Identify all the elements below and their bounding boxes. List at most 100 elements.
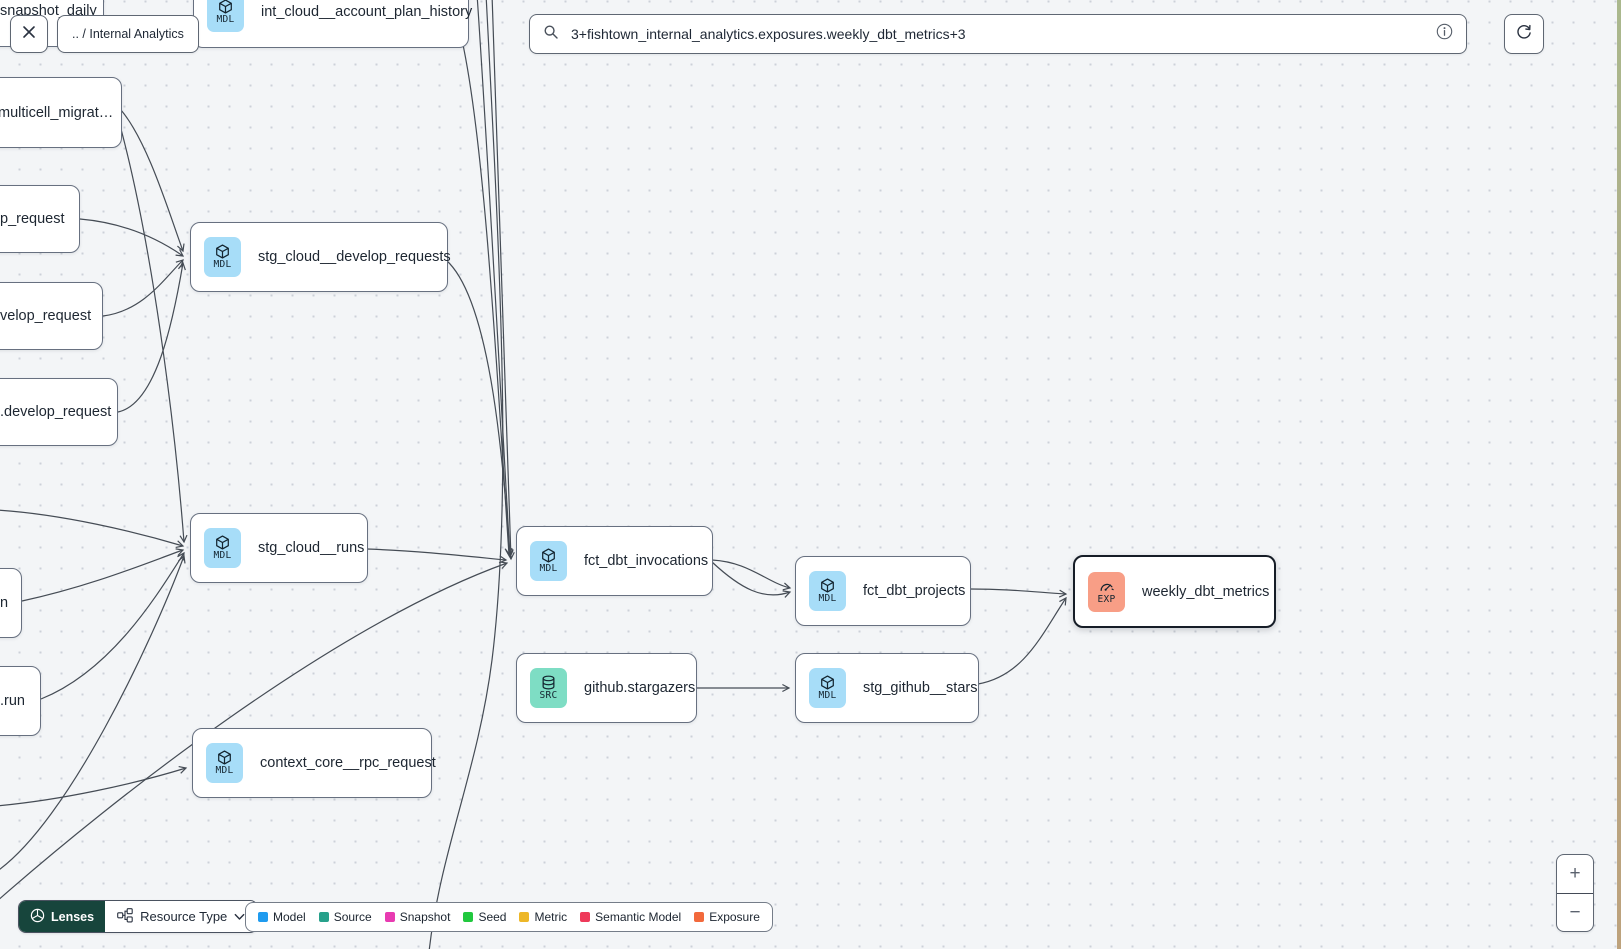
graph-node-run[interactable]: .run (0, 666, 41, 736)
window-edge-strip (1617, 0, 1621, 949)
cube-icon (820, 675, 835, 690)
graph-node-github.stargazers[interactable]: SRC github.stargazers (516, 653, 697, 723)
graph-node-develop_request[interactable]: .develop_request (0, 378, 118, 446)
graph-node-context_core__rpc_request[interactable]: MDL context_core__rpc_request (192, 728, 436, 798)
node-label: stg_cloud__develop_requests (258, 249, 451, 265)
lenses-label: Lenses (51, 909, 95, 924)
minus-icon: − (1569, 901, 1581, 923)
node-label: p_request (0, 211, 65, 227)
edge-fct_dbt_projects-to-weekly_dbt_metrics (969, 588, 1068, 598)
chevron-down-icon (234, 909, 245, 924)
badge-EXP: EXP (1088, 571, 1125, 612)
badge-MDL: MDL (530, 541, 567, 581)
badge-label: SRC (539, 690, 558, 702)
edge-fct_dbt_invocations-to-fct_dbt_projects (711, 561, 792, 598)
badge-MDL: MDL (204, 528, 241, 568)
graph-node-multicell_migrat[interactable]: multicell_migrat… (0, 77, 122, 148)
legend-swatch (519, 912, 530, 922)
graph-node-velop_request[interactable]: velop_request (0, 282, 103, 350)
edge-run-to-stg_cloud__runs (40, 551, 185, 700)
plus-icon: + (1569, 863, 1581, 884)
legend-item-snapshot: Snapshot (384, 910, 450, 924)
edge-offscreen-top-to-offscreen-bottom (428, 0, 504, 949)
badge-MDL: MDL (206, 743, 243, 783)
breadcrumb[interactable]: .. / Internal Analytics (57, 15, 199, 53)
badge-label: EXP (1097, 593, 1116, 605)
edge-stg_cloud__runs-to-fct_dbt_invocations (366, 548, 508, 564)
badge-label: MDL (215, 765, 234, 777)
resource-type-dropdown[interactable]: Resource Type (105, 901, 257, 932)
node-label: fct_dbt_projects (863, 583, 966, 599)
legend-item-seed: Seed (463, 910, 506, 924)
node-label: context_core__rpc_request (260, 755, 436, 771)
node-label: github.stargazers (584, 680, 696, 696)
cube-icon (215, 535, 230, 550)
resource-graph-icon (117, 907, 133, 926)
edge-develop_request-to-stg_cloud__develop_requests (117, 261, 186, 413)
search-input[interactable] (569, 25, 1426, 43)
edge-offscreen-bottom-left-to-context_core__rpc_request (0, 766, 188, 807)
breadcrumb-label: .. / Internal Analytics (72, 27, 184, 41)
badge-MDL: MDL (809, 668, 846, 708)
legend-item-source: Source (318, 910, 372, 924)
graph-node-stg_cloud__runs[interactable]: MDL stg_cloud__runs (190, 513, 368, 583)
graph-node-stg_cloud__develop_requests[interactable]: MDL stg_cloud__develop_requests (190, 222, 451, 292)
legend-item-semantic-model: Semantic Model (580, 910, 681, 924)
badge-label: MDL (213, 259, 232, 271)
cube-icon (541, 548, 556, 563)
legend-swatch (384, 912, 395, 922)
node-label: weekly_dbt_metrics (1142, 583, 1270, 600)
legend-swatch (694, 912, 705, 922)
node-label: stg_github__stars (863, 680, 978, 696)
edge-n-to-stg_cloud__runs (21, 548, 185, 602)
graph-node-fct_dbt_invocations[interactable]: MDL fct_dbt_invocations (516, 526, 713, 596)
edge-velop_request-to-stg_cloud__develop_requests (102, 259, 184, 317)
node-label: fct_dbt_invocations (584, 553, 709, 569)
gauge-icon (1099, 579, 1114, 594)
badge-label: MDL (818, 593, 837, 605)
refresh-button[interactable] (1504, 14, 1544, 54)
node-label: velop_request (0, 308, 92, 324)
legend-label: Semantic Model (595, 910, 682, 924)
legend-item-exposure: Exposure (694, 910, 760, 924)
legend-label: Source (333, 910, 372, 924)
zoom-controls: + − (1556, 854, 1594, 932)
graph-node-fct_dbt_projects[interactable]: MDL fct_dbt_projects (795, 556, 971, 626)
close-button[interactable] (10, 15, 48, 53)
lenses-toolbar: Lenses Resource Type (18, 900, 259, 933)
edge-multicell_migrat-to-stg_cloud__develop_requests (120, 109, 185, 253)
edge-multicell_migrat-to-stg_cloud__runs (117, 117, 188, 544)
cube-icon (820, 578, 835, 593)
lenses-button[interactable]: Lenses (19, 901, 106, 932)
edge-offscreen-bottom-left-to-fct_dbt_invocations (0, 561, 509, 900)
graph-node-p_request[interactable]: p_request (0, 185, 80, 253)
graph-node-int_cloud__account_plan_history[interactable]: MDL int_cloud__account_plan_history (193, 0, 473, 48)
info-icon[interactable] (1436, 23, 1453, 45)
graph-node-stg_github__stars[interactable]: MDL stg_github__stars (795, 653, 979, 723)
graph-node-n[interactable]: n (0, 568, 22, 638)
node-label: stg_cloud__runs (258, 540, 365, 556)
node-label: .develop_request (0, 404, 112, 420)
cube-icon (215, 244, 230, 259)
badge-MDL: MDL (809, 571, 846, 611)
badge-label: MDL (539, 563, 558, 575)
badge-MDL: MDL (207, 0, 244, 32)
badge-MDL: MDL (204, 237, 241, 277)
graph-node-weekly_dbt_metrics[interactable]: EXP weekly_dbt_metrics (1073, 555, 1276, 628)
legend-label: Exposure (709, 910, 760, 924)
search-bar[interactable] (529, 14, 1467, 54)
legend-label: Model (273, 910, 306, 924)
search-icon (543, 24, 559, 45)
edge-stg_github__stars-to-weekly_dbt_metrics (977, 596, 1067, 685)
zoom-in-button[interactable]: + (1557, 855, 1593, 893)
node-label: int_cloud__account_plan_history (261, 4, 473, 20)
edge-offscreen-left-to-stg_cloud__runs (0, 509, 185, 549)
node-label: n (0, 595, 9, 611)
legend-swatch (258, 912, 268, 922)
legend-label: Seed (478, 910, 507, 924)
legend-swatch (463, 912, 474, 922)
zoom-out-button[interactable]: − (1557, 893, 1593, 931)
